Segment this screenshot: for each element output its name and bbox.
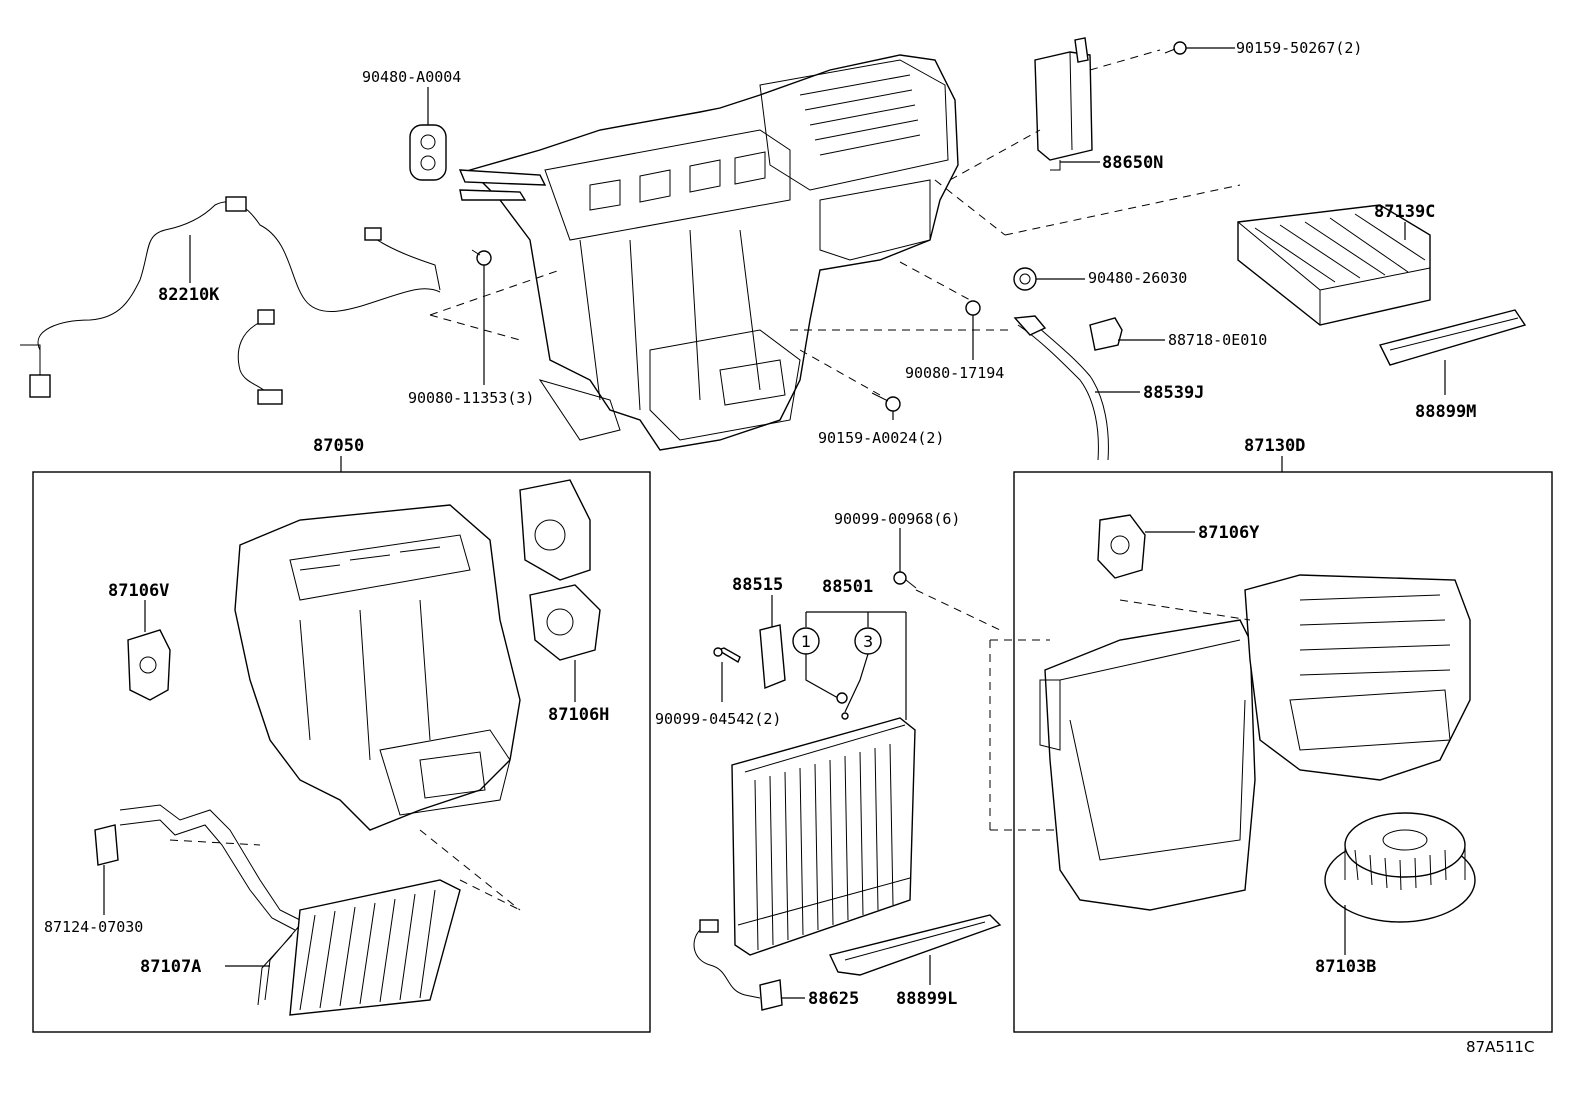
diagram-reference: 87A511C [1466, 1038, 1534, 1056]
label-88539J: 88539J [1143, 383, 1204, 403]
clip-90080-17194 [965, 300, 981, 316]
heater-core-87107A [119, 804, 461, 1016]
label-87107A: 87107A [140, 957, 201, 977]
label-88625: 88625 [808, 989, 859, 1009]
label-88899L: 88899L [896, 989, 957, 1009]
grommet-90480-26030 [1013, 267, 1037, 291]
label-88515: 88515 [732, 575, 783, 595]
actuator-87106H [519, 479, 601, 661]
label-group-87130D: 87130D [1244, 436, 1305, 456]
label-90480-26030: 90480-26030 [1088, 269, 1187, 287]
bolt-90080-11353 [471, 249, 492, 266]
circle-marker-3-text: 3 [863, 632, 873, 651]
label-87106V: 87106V [108, 581, 169, 601]
label-87139C: 87139C [1374, 202, 1435, 222]
sensor-88718-0E010 [1089, 317, 1123, 351]
actuator-87106V [127, 629, 171, 701]
label-87106H: 87106H [548, 705, 609, 725]
main-hvac-unit [458, 54, 959, 451]
label-90080-17194: 90080-17194 [905, 364, 1004, 382]
duct-88899M [1378, 309, 1527, 366]
screw-90159-A0024 [871, 392, 901, 412]
cooling-unit-87130D [1039, 574, 1471, 911]
label-87106Y: 87106Y [1198, 523, 1260, 543]
clamp-87124-07030 [94, 824, 119, 866]
circle-marker-1-text: 1 [801, 632, 811, 651]
label-88501: 88501 [822, 577, 873, 597]
label-90159-A0024: 90159-A0024(2) [818, 429, 944, 447]
blower-motor-87103B [1324, 812, 1476, 923]
label-87103B: 87103B [1315, 957, 1376, 977]
label-90099-00968: 90099-00968(6) [834, 510, 960, 528]
label-88718-0E010: 88718-0E010 [1168, 331, 1267, 349]
label-90159-50267: 90159-50267(2) [1236, 39, 1362, 57]
label-88899M: 88899M [1415, 402, 1476, 422]
label-90080-11353: 90080-11353(3) [408, 389, 534, 407]
amplifier-88650N [1034, 37, 1093, 171]
label-88650N: 88650N [1102, 153, 1163, 173]
right-assembly-box [1013, 471, 1553, 1033]
screw-90099-00968 [893, 571, 917, 589]
sensor-88625 [693, 919, 783, 1011]
hose-88539J [1013, 315, 1109, 461]
part-88515 [759, 624, 786, 690]
grommet-90480-A0004 [409, 124, 447, 181]
actuator-87106Y [1097, 514, 1146, 579]
evaporator [731, 717, 916, 956]
label-90099-04542: 90099-04542(2) [655, 710, 781, 728]
wire-harness-82210K [20, 196, 441, 405]
bolt-90099-04542 [713, 647, 741, 664]
label-82210K: 82210K [158, 285, 220, 305]
screw-90159-50267 [1164, 41, 1187, 55]
filter-87139C [1237, 204, 1431, 326]
duct-88899L [829, 914, 1002, 976]
label-87124-07030: 87124-07030 [44, 918, 143, 936]
heater-case-87050 [234, 504, 521, 831]
label-group-87050: 87050 [313, 436, 364, 456]
label-90480-A0004: 90480-A0004 [362, 68, 461, 86]
